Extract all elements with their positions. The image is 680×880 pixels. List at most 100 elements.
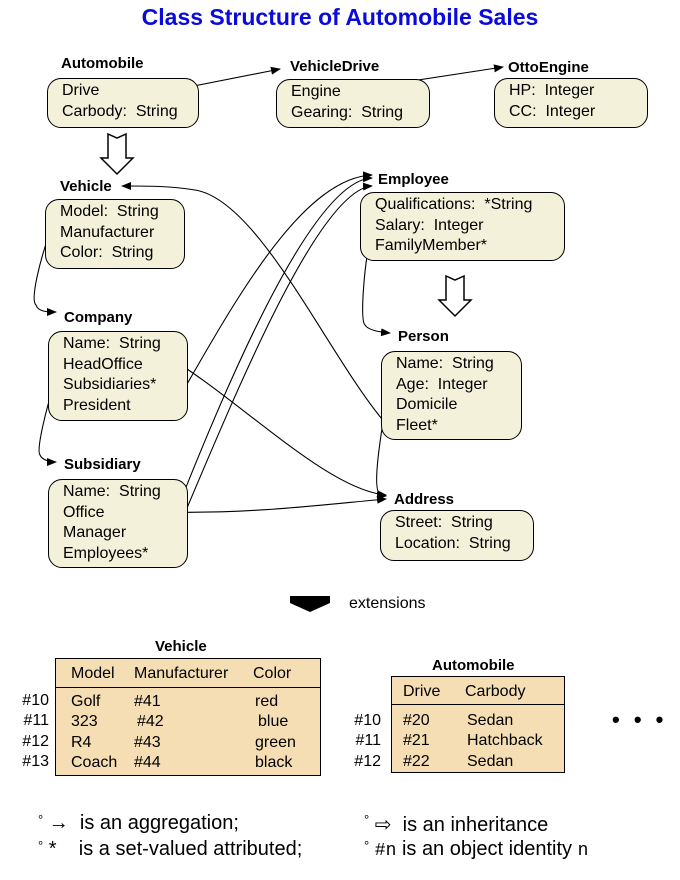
attr: Manager: [63, 524, 127, 541]
attr: Gearing: String: [291, 103, 404, 121]
link-subsidiary-employees-to-employee: [166, 182, 373, 556]
attr: Model: String: [60, 203, 159, 220]
cell: Golf: [71, 693, 101, 710]
link-company-president-to-employee: [174, 171, 373, 406]
cell: R4: [71, 734, 92, 751]
class-name-vehicle: Vehicle: [60, 178, 112, 195]
attr: HeadOffice: [63, 355, 143, 373]
class-name-subsidiary: Subsidiary: [64, 456, 141, 473]
bullet: °: [364, 838, 370, 853]
legend-item-inheritance: ° ⇨ is an inheritance: [364, 812, 548, 837]
cell: black: [255, 754, 293, 771]
class-box-automobile[interactable]: Drive Carbody: String: [47, 78, 199, 128]
cell: #41: [134, 693, 161, 710]
class-box-address[interactable]: Street: String Location: String: [380, 510, 534, 561]
bullet: °: [38, 838, 44, 853]
bullet: °: [364, 812, 370, 827]
attr: Engine: [291, 83, 341, 100]
diagram-title: Class Structure of Automobile Sales: [141, 4, 539, 30]
attr: Manufacturer: [60, 223, 155, 241]
table-header: Model Manufacturer Color: [56, 659, 320, 688]
cell: Hatchback: [467, 732, 543, 749]
inheritance-arrow-automobile-vehicle: [99, 132, 135, 176]
cell: Coach: [71, 754, 118, 771]
attr: Office: [63, 503, 105, 521]
legend-text: is an object identity: [401, 838, 573, 860]
class-name-automobile: Automobile: [61, 55, 144, 72]
object-id: #12: [22, 733, 49, 750]
attr: Qualifications: *String: [375, 196, 533, 213]
cell: 323: [71, 713, 98, 730]
attr: Name: String: [63, 335, 161, 352]
table-vehicle: Model Manufacturer Color Golf #41 red 32…: [55, 658, 321, 776]
class-box-ottoengine[interactable]: HP: Integer CC: Integer: [494, 78, 648, 128]
cell: #22: [403, 753, 430, 770]
inheritance-arrow-employee-person: [437, 274, 473, 318]
attr: Drive: [62, 82, 100, 99]
class-box-employee[interactable]: Qualifications: *String Salary: Integer …: [360, 192, 565, 261]
attr: FamilyMember*: [375, 237, 488, 254]
class-name-vehicledrive: VehicleDrive: [290, 58, 380, 75]
extensions-arrow-icon: [290, 596, 330, 612]
attr: Name: String: [63, 483, 161, 500]
class-name-ottoengine: OttoEngine: [508, 59, 589, 76]
class-box-person[interactable]: Name: String Age: Integer Domicile Fleet…: [381, 351, 522, 440]
column-header: Model: [71, 665, 115, 682]
ellipsis: • • •: [612, 707, 668, 732]
class-name-person: Person: [398, 328, 449, 345]
link-subsidiary-office-to-address: [165, 495, 387, 513]
attr: Name: String: [396, 355, 494, 372]
table-automobile: Drive Carbody #20 Sedan #21 Hatchback #2…: [391, 676, 565, 773]
asterisk-icon: *: [48, 838, 57, 860]
cell: blue: [258, 713, 289, 730]
link-employee-familymember-to-person: [362, 244, 391, 337]
oid-symbol: #n: [374, 841, 397, 861]
attr: Domicile: [396, 396, 458, 413]
object-id: #13: [22, 753, 49, 770]
table-title-vehicle: Vehicle: [155, 638, 207, 655]
legend-text: is an aggregation;: [79, 812, 239, 834]
cell: Sedan: [467, 753, 514, 770]
column-header: Color: [253, 665, 292, 682]
object-id: #11: [355, 732, 381, 749]
table-header: Drive Carbody: [392, 677, 564, 705]
link-company-headoffice-to-address: [180, 364, 387, 499]
attr: Location: String: [395, 534, 511, 552]
object-id: #11: [23, 712, 49, 729]
class-name-employee: Employee: [378, 171, 449, 188]
legend-item-aggregation: ° → is an aggregation;: [38, 812, 239, 835]
class-box-subsidiary[interactable]: Name: String Office Manager Employees*: [48, 479, 188, 568]
cell: green: [255, 734, 296, 751]
table-title-automobile: Automobile: [432, 657, 515, 674]
object-id: #10: [354, 712, 381, 729]
class-box-company[interactable]: Name: String HeadOffice Subsidiaries* Pr…: [48, 331, 188, 421]
object-id: #12: [354, 753, 381, 770]
class-name-company: Company: [64, 309, 133, 326]
inheritance-arrow-icon: ⇨: [374, 814, 392, 836]
link-person-fleet-to-vehicle: [120, 182, 388, 426]
attr: Carbody: String: [62, 102, 178, 120]
column-header: Manufacturer: [134, 665, 229, 682]
link-person-domicile-to-address: [376, 402, 387, 500]
attr: Salary: Integer: [375, 216, 484, 234]
cell: #44: [134, 754, 161, 771]
cell: #21: [403, 732, 430, 749]
class-box-vehicledrive[interactable]: Engine Gearing: String: [276, 79, 430, 128]
attr: President: [63, 396, 131, 414]
cell: #20: [403, 712, 430, 729]
attr: Employees*: [63, 544, 149, 562]
class-name-address: Address: [394, 491, 455, 508]
legend-text: is a set-valued attributed;: [78, 838, 303, 860]
cell: #42: [137, 713, 164, 730]
class-box-vehicle[interactable]: Model: String Manufacturer Color: String: [45, 199, 185, 269]
oid-suffix: n: [577, 841, 589, 861]
legend-item-object-identity: ° #n is an object identity n: [364, 838, 588, 861]
cell: red: [255, 693, 279, 710]
extensions-label: extensions: [349, 595, 426, 612]
attr: CC: Integer: [509, 102, 596, 120]
attr: HP: Integer: [509, 82, 595, 99]
attr: Street: String: [395, 514, 493, 531]
attr: Color: String: [60, 244, 154, 261]
column-header: Drive: [403, 683, 441, 700]
